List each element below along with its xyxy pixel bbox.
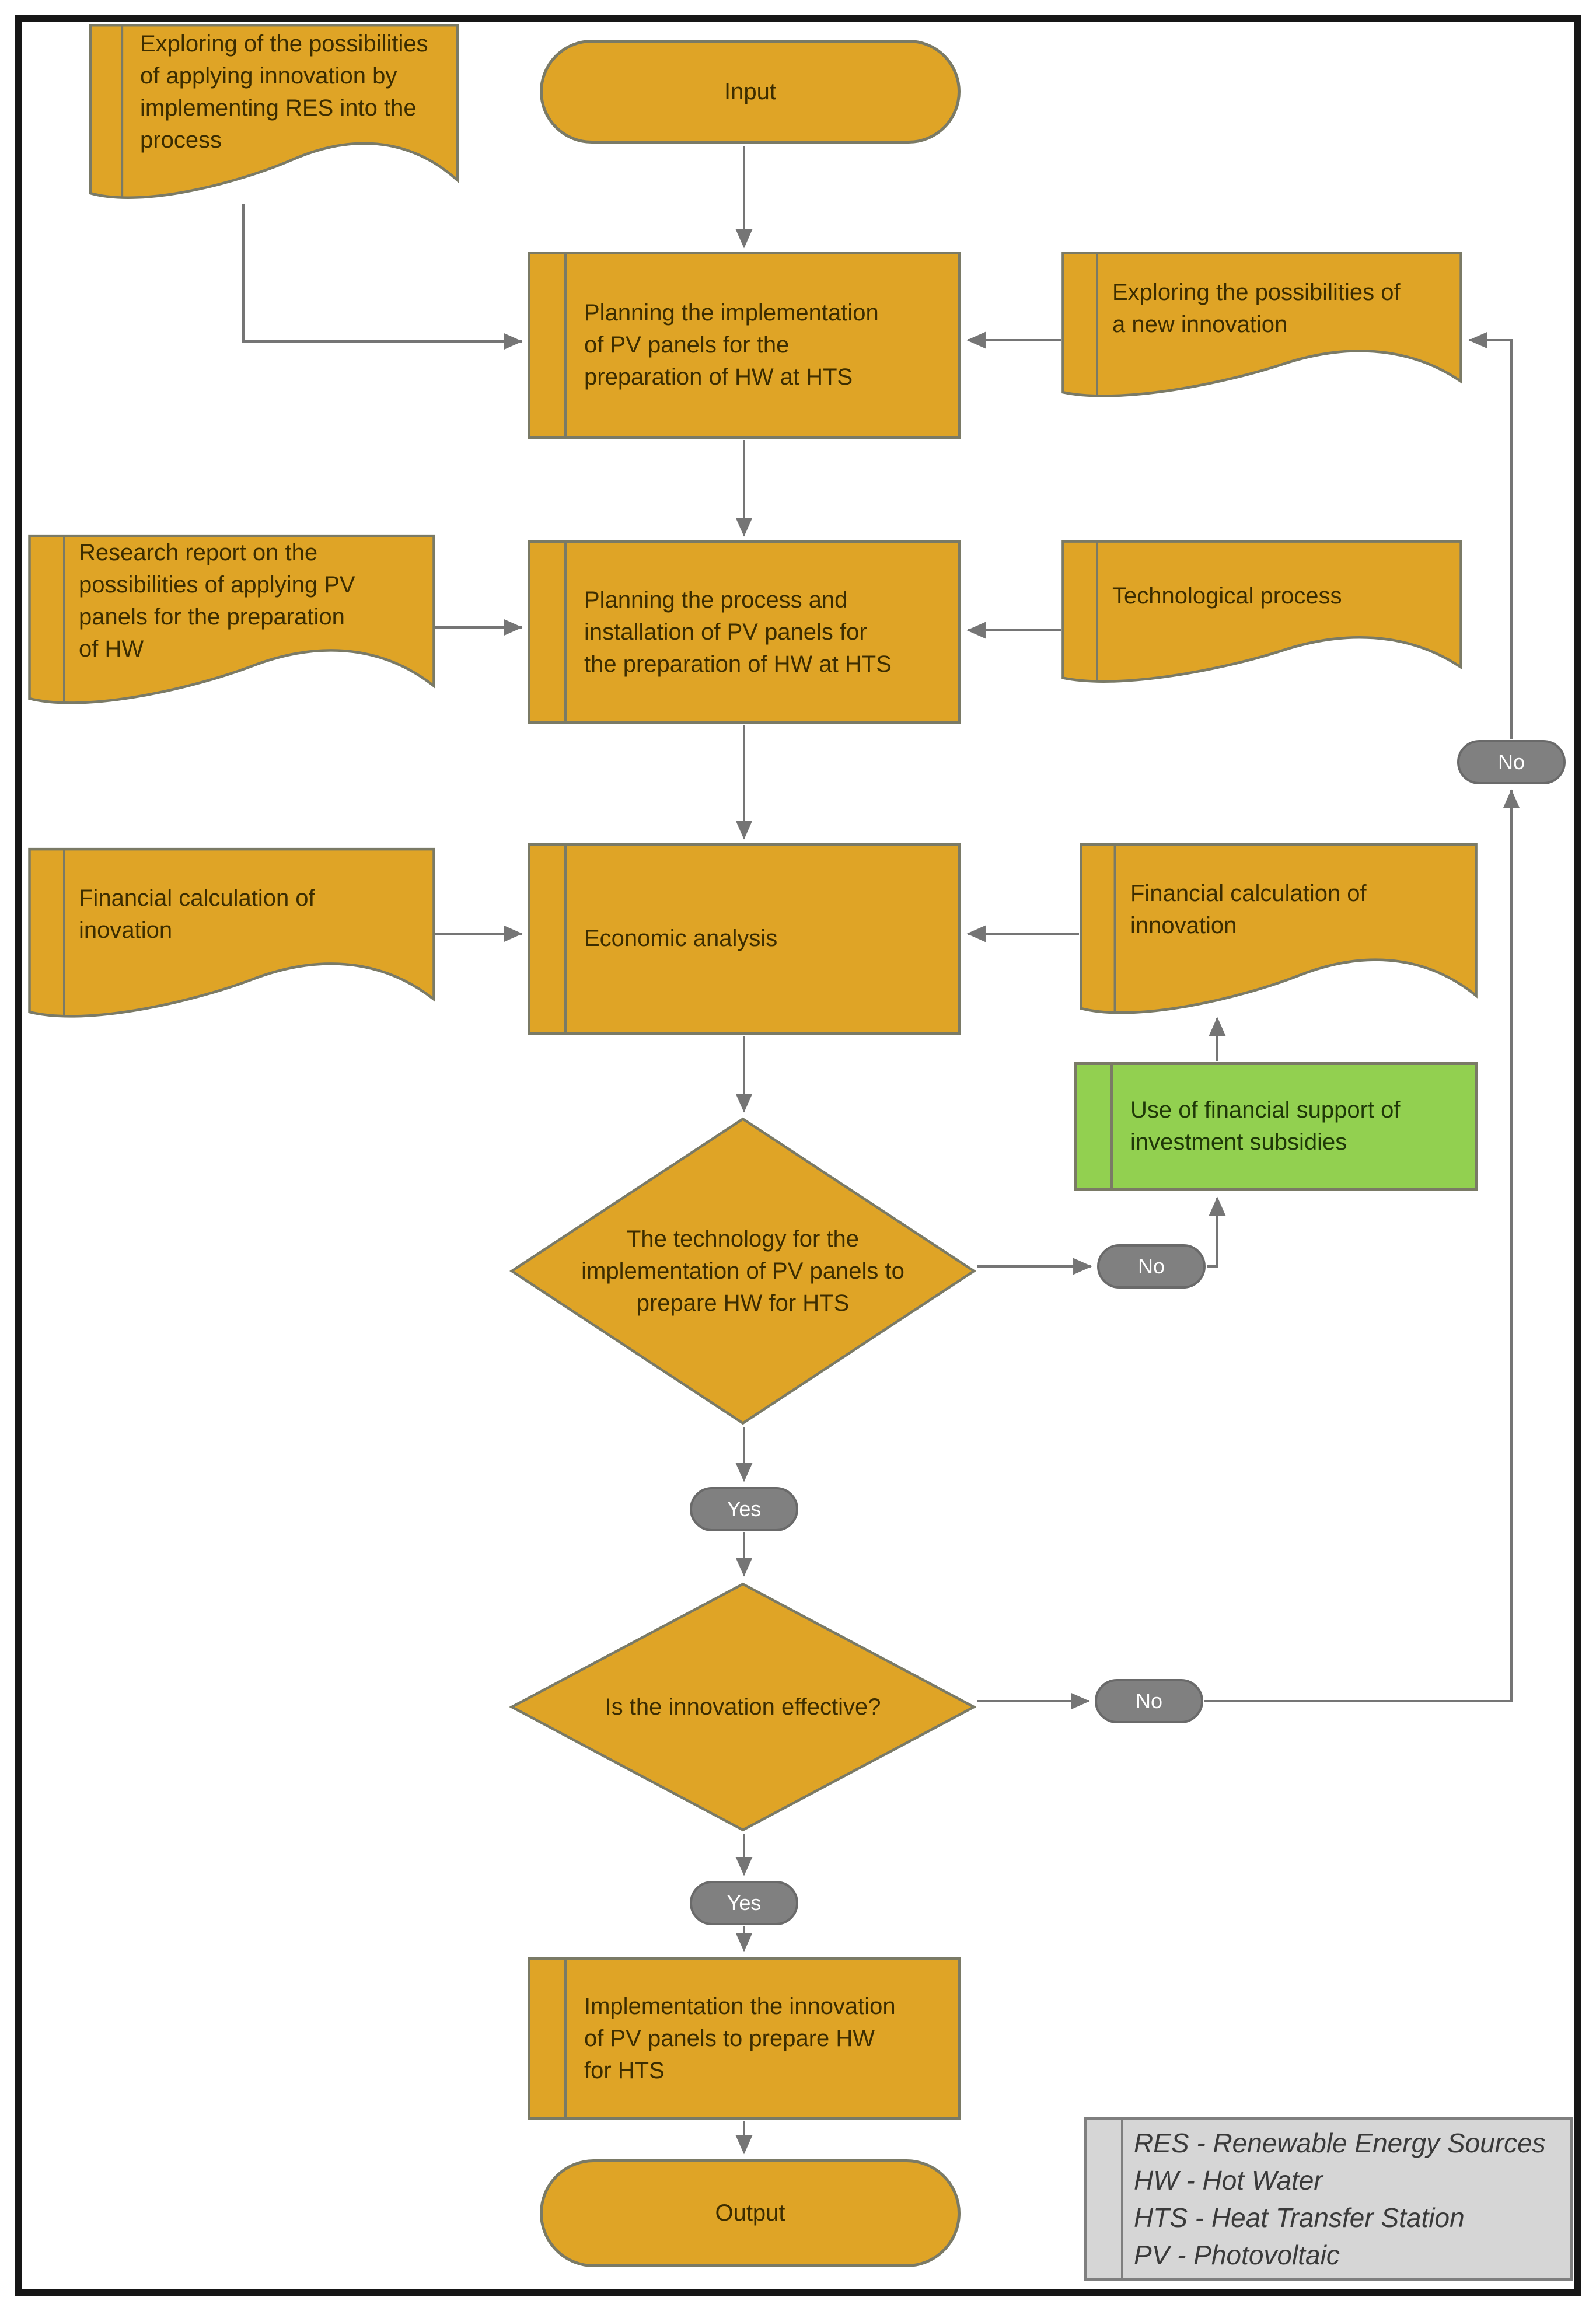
document-shape bbox=[1061, 540, 1463, 692]
decision-technology: The technology for the implementation of… bbox=[509, 1116, 976, 1426]
terminator-output: Output bbox=[540, 2159, 961, 2267]
yes-label: Yes bbox=[727, 1891, 762, 1915]
process-financial-support: Use of financial support of investment s… bbox=[1074, 1062, 1478, 1191]
branch-label-yes-technology: Yes bbox=[690, 1487, 798, 1531]
document-exploring-res: Exploring of the possibilities of applyi… bbox=[89, 23, 459, 210]
process-stripe bbox=[564, 254, 567, 436]
branch-label-no-effective: No bbox=[1095, 1679, 1203, 1723]
no-label: No bbox=[1135, 1689, 1163, 1713]
document-exploring-new-innovation: Exploring the possibilities of a new inn… bbox=[1061, 252, 1463, 406]
no-label: No bbox=[1137, 1254, 1165, 1278]
branch-label-no-loop: No bbox=[1457, 740, 1566, 784]
document-label: Research report on the possibilities of … bbox=[79, 539, 355, 662]
legend-item-hts: HTS - Heat Transfer Station bbox=[1134, 2202, 1465, 2233]
decision-label: The technology for the implementation of… bbox=[581, 1226, 904, 1316]
process-label: Implementation the innovation of PV pane… bbox=[584, 1993, 896, 2083]
no-label: No bbox=[1497, 750, 1525, 774]
terminator-input: Input bbox=[540, 40, 961, 144]
legend-item-hw: HW - Hot Water bbox=[1134, 2165, 1323, 2195]
legend-item-res: RES - Renewable Energy Sources bbox=[1134, 2128, 1546, 2158]
legend-box: RES - Renewable Energy Sources HW - Hot … bbox=[1084, 2117, 1573, 2281]
document-financial-calc-inovation: Financial calculation of inovation bbox=[27, 847, 436, 1028]
diamond-shape bbox=[509, 1116, 976, 1426]
diamond-shape bbox=[509, 1582, 976, 1832]
document-technological-process: Technological process bbox=[1061, 540, 1463, 692]
process-stripe bbox=[564, 846, 567, 1032]
decision-label: Is the innovation effective? bbox=[605, 1694, 881, 1720]
process-label: Planning the process and installation of… bbox=[584, 587, 892, 677]
process-planning-implementation: Planning the implementation of PV panels… bbox=[528, 252, 961, 439]
process-label: Planning the implementation of PV panels… bbox=[584, 300, 879, 390]
process-label: Use of financial support of investment s… bbox=[1130, 1097, 1401, 1155]
terminator-label: Input bbox=[724, 78, 776, 104]
document-shape bbox=[1061, 252, 1463, 406]
process-economic-analysis: Economic analysis bbox=[528, 843, 961, 1035]
document-shape bbox=[1079, 843, 1478, 1025]
document-label: Financial calculation of inovation bbox=[79, 885, 315, 943]
document-shape bbox=[27, 534, 436, 715]
decision-effective: Is the innovation effective? bbox=[509, 1582, 976, 1832]
document-shape bbox=[27, 847, 436, 1028]
process-label: Economic analysis bbox=[584, 926, 778, 951]
process-stripe bbox=[564, 543, 567, 721]
branch-label-no-subsidies: No bbox=[1097, 1244, 1206, 1289]
process-implementation: Implementation the innovation of PV pane… bbox=[528, 1957, 961, 2120]
terminator-label: Output bbox=[715, 2200, 785, 2226]
yes-label: Yes bbox=[727, 1497, 762, 1521]
process-stripe bbox=[564, 1960, 567, 2117]
document-label: Exploring the possibilities of a new inn… bbox=[1112, 280, 1401, 338]
document-label: Exploring of the possibilities of applyi… bbox=[140, 31, 428, 153]
document-label: Financial calculation of innovation bbox=[1130, 881, 1367, 939]
process-planning-process: Planning the process and installation of… bbox=[528, 540, 961, 724]
document-financial-calc-innovation: Financial calculation of innovation bbox=[1079, 843, 1478, 1025]
document-research-report: Research report on the possibilities of … bbox=[27, 534, 436, 715]
branch-label-yes-effective: Yes bbox=[690, 1881, 798, 1925]
process-stripe bbox=[1110, 1065, 1113, 1188]
legend-stripe bbox=[1121, 2120, 1123, 2278]
document-shape bbox=[89, 23, 459, 210]
legend-item-pv: PV - Photovoltaic bbox=[1134, 2240, 1340, 2270]
document-label: Technological process bbox=[1112, 582, 1342, 609]
